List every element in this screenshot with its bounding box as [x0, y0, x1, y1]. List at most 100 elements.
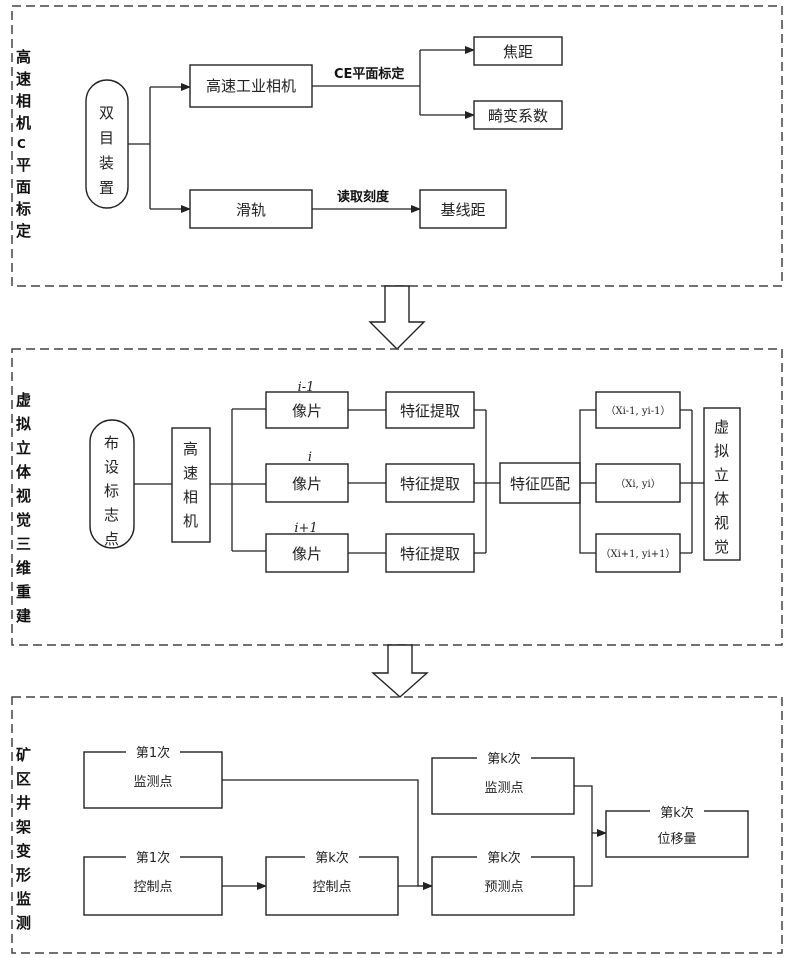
side-char: 拟 [16, 415, 31, 433]
side-char: 建 [16, 607, 32, 625]
feature-extract-node: 特征提取 [386, 464, 474, 502]
node-label: 滑轨 [236, 201, 266, 219]
side-char: 架 [15, 818, 31, 836]
side-char: 标 [15, 200, 31, 218]
side-char: 测 [16, 914, 31, 932]
side-char: 体 [16, 463, 32, 481]
virtual-stereo-node: 虚 拟 立 体 视 觉 [704, 408, 740, 560]
side-char: 虚 [16, 391, 31, 409]
side-char: 速 [16, 70, 31, 88]
node-label: 特征提取 [400, 402, 460, 420]
connector [474, 410, 500, 553]
node-char: 相 [183, 488, 198, 506]
node-label: 像片 [292, 402, 322, 420]
side-char: 高 [16, 48, 31, 66]
connector [574, 786, 592, 886]
focal-length-node: 焦距 [474, 37, 562, 65]
photo-node: 像片 [266, 392, 348, 428]
node-char: 目 [99, 129, 114, 147]
photo-node: 像片 [266, 464, 348, 502]
calib-label: CE平面标定 [334, 66, 404, 82]
node-char: 高 [183, 440, 198, 458]
node-char: 置 [99, 179, 114, 197]
flow-down-arrow [370, 286, 424, 349]
node-char: 双 [99, 104, 114, 122]
node-char: 虚 [714, 418, 729, 436]
node-label: 基线距 [440, 201, 485, 219]
node-label: 监测点 [133, 775, 172, 790]
coord-label: （Xi-1, yi-1） [605, 405, 670, 417]
first-monitor-node: 第1次 监测点 [84, 743, 222, 808]
side-char: 机 [16, 114, 31, 132]
read-label: 读取刻度 [337, 189, 390, 205]
side-char: 变 [16, 842, 31, 860]
side-char: 矿 [16, 746, 31, 764]
side-char: 井 [16, 794, 31, 812]
side-char: 重 [16, 583, 31, 601]
side-char: 三 [16, 535, 31, 553]
rail-node: 滑轨 [190, 190, 312, 228]
side-char: 监 [16, 890, 31, 908]
side-char: 面 [16, 178, 31, 196]
first-control-node: 第1次 控制点 [84, 848, 222, 915]
node-head: 第k次 [487, 850, 521, 866]
binocular-device-node: 双 目 装 置 [86, 80, 128, 208]
side-char: C [17, 137, 26, 151]
node-char: 装 [99, 154, 114, 172]
node-label: 焦距 [503, 43, 533, 61]
node-label: 像片 [292, 545, 322, 563]
node-char: 视 [714, 514, 729, 532]
distortion-node: 畸变系数 [474, 101, 562, 129]
coordinate-node: （Xi-1, yi-1） [596, 392, 680, 428]
node-char: 志 [104, 506, 119, 524]
node-head: 第k次 [487, 751, 521, 767]
coord-label: （Xi+1, yi+1） [600, 548, 675, 560]
k-monitor-node: 第k次 监测点 [432, 749, 574, 814]
section-calibration-title: 高 速 相 机 C 平 面 标 定 [15, 48, 31, 240]
node-label: 位移量 [657, 832, 696, 847]
node-head: 第k次 [315, 850, 349, 866]
node-head: 第1次 [136, 745, 170, 761]
node-char: 机 [183, 512, 198, 530]
node-head: 第k次 [660, 805, 694, 821]
side-char: 觉 [16, 511, 31, 529]
node-char: 拟 [714, 442, 729, 460]
coordinate-node: （Xi, yi） [596, 464, 680, 502]
node-char: 速 [183, 464, 198, 482]
feature-match-node: 特征匹配 [500, 463, 580, 503]
side-char: 平 [16, 156, 31, 174]
node-label: 特征提取 [400, 545, 460, 563]
baseline-node: 基线距 [420, 190, 506, 228]
node-label: 特征匹配 [510, 475, 570, 493]
side-char: 形 [16, 866, 31, 884]
node-char: 点 [104, 530, 119, 548]
frame-label: i [308, 450, 312, 465]
node-label: 特征提取 [400, 475, 460, 493]
node-label: 控制点 [133, 880, 172, 895]
connector [128, 87, 150, 209]
feature-extract-node: 特征提取 [386, 392, 474, 428]
node-label: 控制点 [312, 880, 351, 895]
node-char: 设 [104, 458, 119, 476]
markers-node: 布 设 标 志 点 [90, 420, 134, 548]
section-reconstruction-title: 虚 拟 立 体 视 觉 三 维 重 建 [16, 391, 32, 625]
k-displacement-node: 第k次 位移量 [606, 803, 748, 857]
node-char: 标 [104, 482, 119, 500]
k-control-node: 第k次 控制点 [266, 848, 398, 915]
high-speed-camera-node: 高 速 相 机 [172, 428, 210, 542]
connector [210, 409, 266, 551]
node-label: 监测点 [484, 781, 523, 796]
side-char: 立 [16, 439, 31, 457]
side-char: 维 [16, 559, 31, 577]
node-label: 像片 [292, 475, 322, 493]
section-monitoring-title: 矿 区 井 架 变 形 监 测 [15, 746, 31, 932]
coord-label: （Xi, yi） [615, 478, 661, 490]
coordinate-node: （Xi+1, yi+1） [596, 534, 680, 572]
node-char: 立 [714, 466, 729, 484]
connector [680, 410, 704, 553]
connector [580, 410, 596, 553]
node-char: 觉 [714, 538, 729, 556]
side-char: 视 [16, 487, 31, 505]
node-char: 布 [104, 434, 119, 452]
node-label: 畸变系数 [488, 107, 548, 125]
